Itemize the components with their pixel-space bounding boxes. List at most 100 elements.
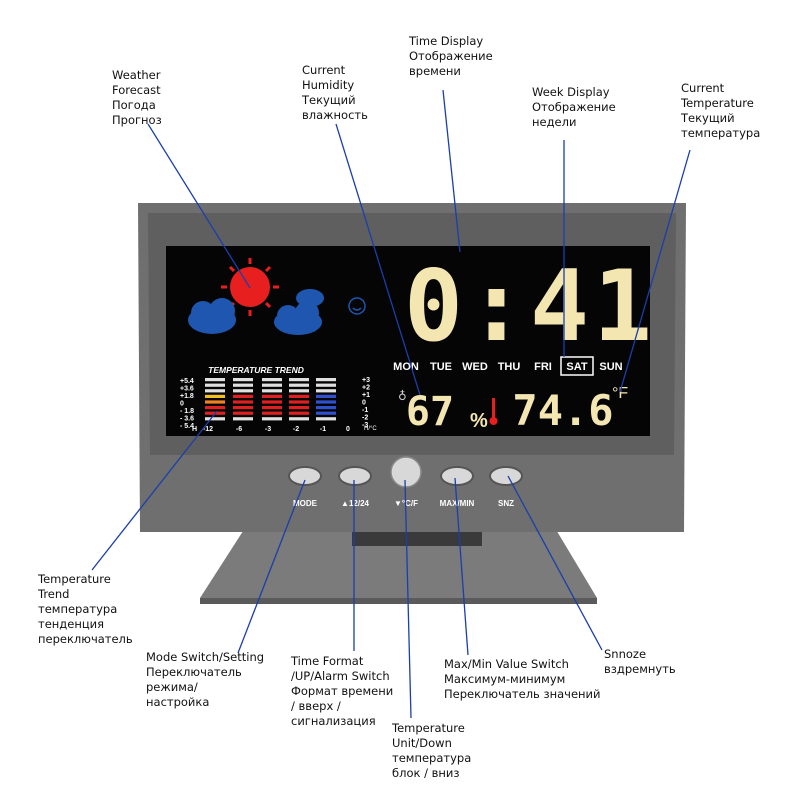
- humidity-value: 67: [406, 389, 454, 435]
- callout-week-display: Week Display Отображение недели: [532, 85, 616, 129]
- day-sat: SAT: [566, 361, 587, 373]
- cloud-icon: [188, 298, 236, 334]
- callout-max-min: Max/Min Value Switch Максимум-минимум Пе…: [444, 657, 601, 701]
- callout-temperature-trend: Temperature Trend температура тенденция …: [38, 572, 133, 646]
- callout-lines: [91, 89, 691, 719]
- trend-bar-segment: [289, 378, 309, 382]
- humidity-unit: %: [470, 410, 488, 432]
- callout-line-weather: [147, 123, 251, 289]
- callout-line-humidity: [335, 123, 421, 396]
- trend-scale-label: - 1.8: [180, 408, 194, 415]
- device-button[interactable]: MODE: [288, 466, 322, 508]
- button-cap[interactable]: [390, 456, 422, 488]
- temperature-value: 74.6: [512, 386, 613, 435]
- button-cap[interactable]: [288, 466, 322, 486]
- trend-bar-segment: [289, 389, 309, 393]
- trend-bar-segment: [289, 411, 309, 415]
- callout-line-snooze: [507, 475, 603, 651]
- day-thu: THU: [498, 361, 521, 373]
- trend-scale-label: - 3.6: [180, 416, 194, 423]
- right-scale-label: -1: [362, 407, 368, 414]
- trend-bar-segment: [233, 406, 253, 410]
- callout-line-mode: [237, 479, 306, 654]
- button-label: SNZ: [498, 499, 514, 508]
- trend-hour-label: -6: [236, 426, 242, 433]
- trend-bar-segment: [233, 383, 253, 387]
- device-button[interactable]: ▲12/24: [338, 466, 372, 508]
- trend-scale-label: +1.8: [180, 393, 194, 400]
- trend-bar-segment: [262, 417, 282, 421]
- trend-bar-segment: [262, 411, 282, 415]
- day-mon: MON: [393, 361, 419, 373]
- right-scale-label: -2: [362, 415, 368, 422]
- right-scale-label: 0: [362, 400, 366, 407]
- weather-forecast-icons: [188, 258, 366, 335]
- day-wed: WED: [462, 361, 488, 373]
- humidity-drop-icon: ♁: [398, 389, 407, 403]
- trend-bar-segment: [233, 378, 253, 382]
- trend-bar-segment: [316, 378, 336, 382]
- temperature-trend-chart: TEMPERATURE TREND +5.4+3.6+1.8 0 - 1.8- 3.…: [180, 365, 377, 433]
- trend-bar-segment: [262, 394, 282, 398]
- trend-bar-segment: [262, 383, 282, 387]
- trend-scale-label: +3.6: [180, 386, 194, 393]
- trend-bar-segment: [205, 406, 225, 410]
- week-display: MON TUE WED THU FRI SAT SUN: [393, 356, 623, 376]
- callout-temperature-unit: Temperature Unit/Down температура блок /…: [392, 721, 472, 780]
- day-sun: SUN: [599, 361, 622, 373]
- button-cap[interactable]: [440, 466, 474, 486]
- callout-time-format: Time Format /UP/Alarm Switch Формат врем…: [291, 654, 394, 728]
- trend-bar-segment: [205, 378, 225, 382]
- trend-bar-segment: [262, 400, 282, 404]
- trend-bar-segment: [233, 389, 253, 393]
- right-scale-label: +1: [362, 392, 370, 399]
- right-scale-label: +2: [362, 385, 370, 392]
- trend-bar-segment: [316, 417, 336, 421]
- day-fri: FRI: [534, 361, 552, 373]
- trend-bar-segment: [233, 400, 253, 404]
- callout-humidity: Current Humidity Текущий влажность: [302, 63, 368, 122]
- trend-title: TEMPERATURE TREND: [208, 365, 304, 375]
- thermometer-icon: [489, 398, 498, 425]
- button-cap[interactable]: [489, 466, 523, 486]
- trend-bar-segment: [289, 394, 309, 398]
- button-label: MODE: [293, 499, 318, 508]
- smiley-icon: [348, 297, 366, 315]
- callout-line-time: [442, 89, 461, 253]
- selected-day-box: [560, 356, 594, 376]
- trend-bar-segment: [205, 417, 225, 421]
- trend-bar-segment: [289, 400, 309, 404]
- trend-bar-segment: [233, 411, 253, 415]
- trend-scale-label: +5.4: [180, 378, 194, 385]
- trend-bar-segment: [289, 406, 309, 410]
- trend-bar-segment: [289, 383, 309, 387]
- temperature-unit: °F: [612, 385, 628, 402]
- trend-bar-segment: [316, 389, 336, 393]
- trend-hour-label: -1: [320, 426, 326, 433]
- day-tue: TUE: [430, 361, 452, 373]
- button-label: ▲12/24: [341, 499, 369, 508]
- callout-mode-switch: Mode Switch/Setting Переключатель режима…: [146, 650, 265, 709]
- right-scale-label: +3: [362, 377, 370, 384]
- trend-bar-segment: [316, 411, 336, 415]
- trend-hour-label: 0: [346, 426, 350, 433]
- trend-hour-label: -2: [293, 426, 299, 433]
- device-button[interactable]: SNZ: [489, 466, 523, 508]
- right-scale-unit: H/°C: [364, 426, 377, 432]
- trend-hour-label: -3: [265, 426, 271, 433]
- time-display: 0:41: [404, 250, 656, 364]
- trend-bar-segment: [316, 383, 336, 387]
- right-scale-label: -3: [362, 422, 368, 429]
- trend-bar-segment: [262, 389, 282, 393]
- callout-line-temperature: [619, 149, 691, 393]
- trend-scale-label: - 5.4: [180, 423, 194, 430]
- callout-time-display: Time Display Отображение времени: [409, 34, 493, 78]
- trend-bar-segment: [205, 394, 225, 398]
- trend-bar-segment: [316, 400, 336, 404]
- trend-hour-label: -12: [203, 426, 213, 433]
- trend-bar-segment: [289, 417, 309, 421]
- button-cap[interactable]: [338, 466, 372, 486]
- trend-bar-segment: [233, 394, 253, 398]
- trend-bar-segment: [316, 406, 336, 410]
- trend-hours-unit: H: [192, 426, 197, 433]
